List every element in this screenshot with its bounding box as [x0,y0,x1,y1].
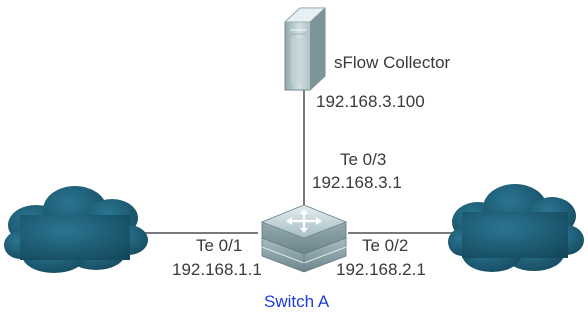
port-te02-ip: 192.168.2.1 [336,260,426,279]
port-te02-name: Te 0/2 [362,236,409,255]
switch-icon [260,204,348,273]
switch-name: Switch A [264,292,330,311]
port-te03-name: Te 0/3 [340,150,387,169]
right-cloud-icon [448,184,584,272]
server-icon [283,7,327,91]
port-te03-ip: 192.168.3.1 [312,173,402,192]
collector-ip: 192.168.3.100 [316,92,425,111]
left-cloud-icon [4,186,148,273]
port-te01-ip: 192.168.1.1 [172,260,262,279]
port-te01-name: Te 0/1 [196,236,243,255]
collector-name: sFlow Collector [334,53,451,72]
